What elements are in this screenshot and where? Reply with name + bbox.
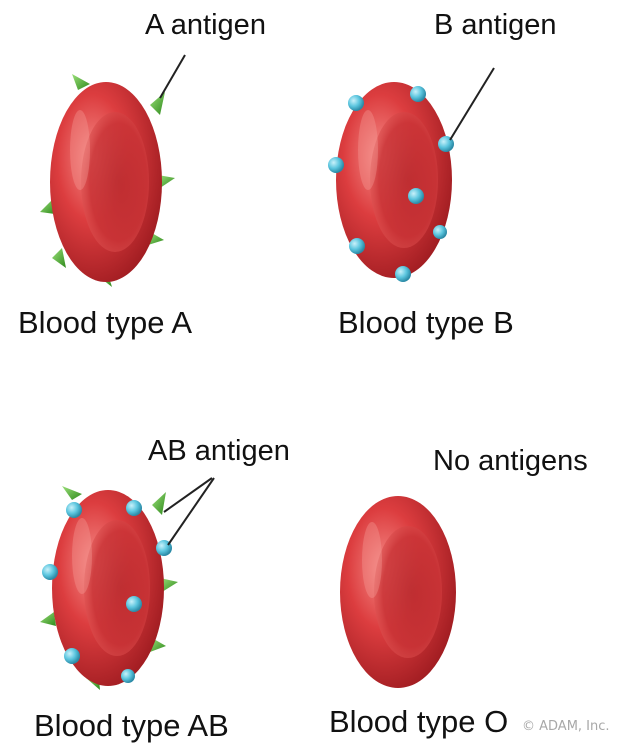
panel-blood-type-o: No antigens Blood type O	[329, 445, 588, 739]
annotation-a-antigen: A antigen	[145, 9, 266, 41]
caption-blood-type-a: Blood type A	[18, 305, 192, 340]
pointer-lines	[164, 478, 214, 545]
annotation-b-antigen: B antigen	[434, 9, 557, 41]
panel-blood-type-ab: AB antigen Blood type AB	[34, 435, 290, 743]
panel-blood-type-b: B antigen Blood type B	[328, 9, 557, 340]
pointer-line	[160, 55, 185, 98]
pointer-line	[450, 68, 494, 140]
annotation-no-antigens: No antigens	[433, 445, 588, 477]
caption-blood-type-ab: Blood type AB	[34, 708, 229, 743]
caption-blood-type-o: Blood type O	[329, 704, 508, 739]
red-blood-cell	[50, 82, 162, 282]
panel-blood-type-a: A antigen Blood type A	[18, 9, 266, 340]
caption-blood-type-b: Blood type B	[338, 305, 514, 340]
copyright-credit: © ADAM, Inc.	[522, 719, 610, 734]
red-blood-cell	[340, 496, 456, 688]
annotation-ab-antigen: AB antigen	[148, 435, 290, 467]
